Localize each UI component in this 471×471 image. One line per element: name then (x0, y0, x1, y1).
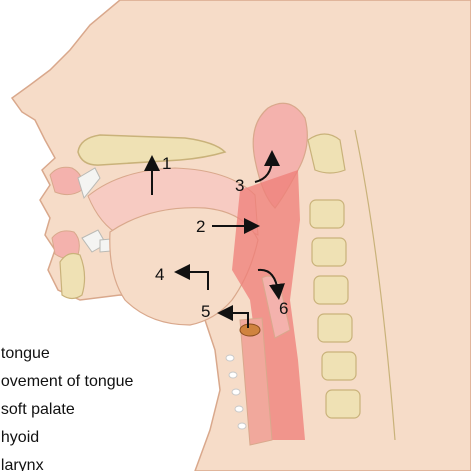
callout-4: 4 (155, 265, 164, 284)
legend-item-5: f larynx (0, 457, 44, 471)
vertebra-c4 (314, 276, 348, 304)
callout-3: 3 (235, 176, 244, 195)
callout-2: 2 (196, 217, 205, 236)
callout-1: 1 (162, 154, 171, 173)
callout-5: 5 (201, 302, 210, 321)
legend-item-4: f hyoid (0, 429, 39, 447)
vertebra-c6 (322, 352, 356, 380)
vertebra-c7 (326, 390, 360, 418)
legend-item-2: novement of tongue (0, 373, 133, 391)
callout-6: 6 (279, 299, 288, 318)
mandible-bone (60, 254, 85, 299)
vertebra-c5 (318, 314, 352, 342)
legend-item-3: f soft palate (0, 401, 75, 419)
vertebra-c3 (312, 238, 346, 266)
hyoid-bone (240, 324, 260, 336)
vertebra-c2 (310, 200, 344, 228)
legend-item-1: f tongue (0, 345, 50, 363)
